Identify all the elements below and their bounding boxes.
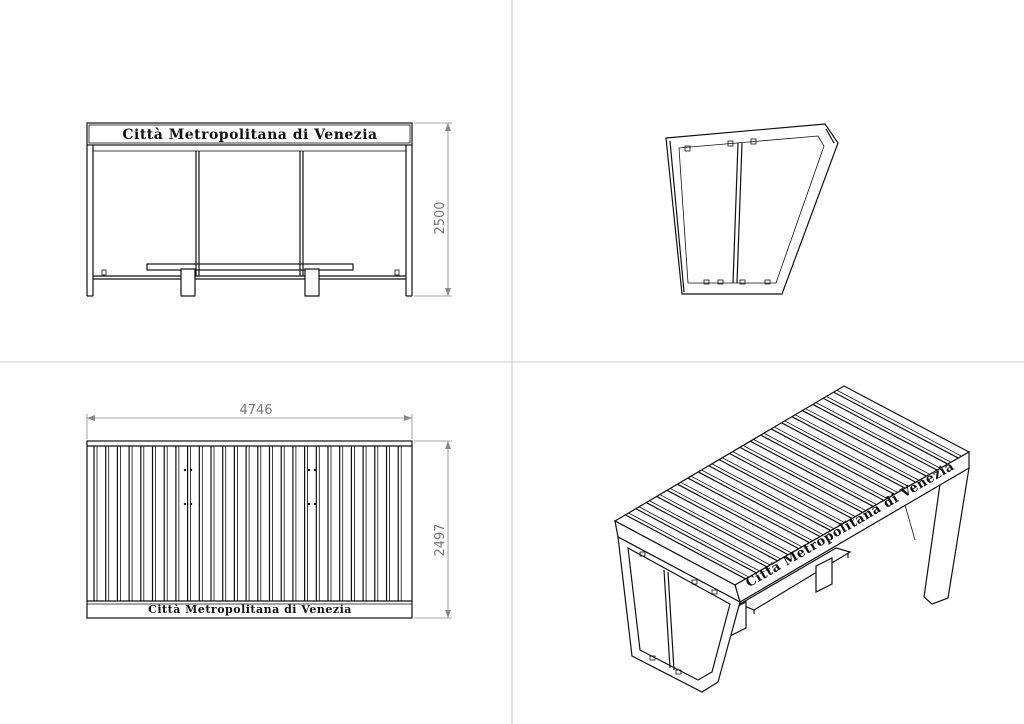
front-view-brand-text: Città Metropolitana di Venezia xyxy=(122,127,377,143)
isometric-roof-slats xyxy=(625,389,962,580)
top-width-dimension: 4746 xyxy=(239,403,272,418)
side-view xyxy=(665,123,839,295)
roof-slats xyxy=(93,446,402,601)
top-depth-dimension: 2497 xyxy=(433,523,448,556)
front-view: Città Metropolitana di Venezia 2500 xyxy=(86,122,452,297)
front-height-dimension: 2500 xyxy=(433,201,448,234)
bolt-marks xyxy=(183,468,317,506)
top-view-brand-text: Città Metropolitana di Venezia xyxy=(148,603,352,616)
isometric-view: Città Metropolitana di Venezia xyxy=(613,385,971,693)
top-view: Città Metropolitana di Venezia 4746 2497 xyxy=(86,403,452,619)
